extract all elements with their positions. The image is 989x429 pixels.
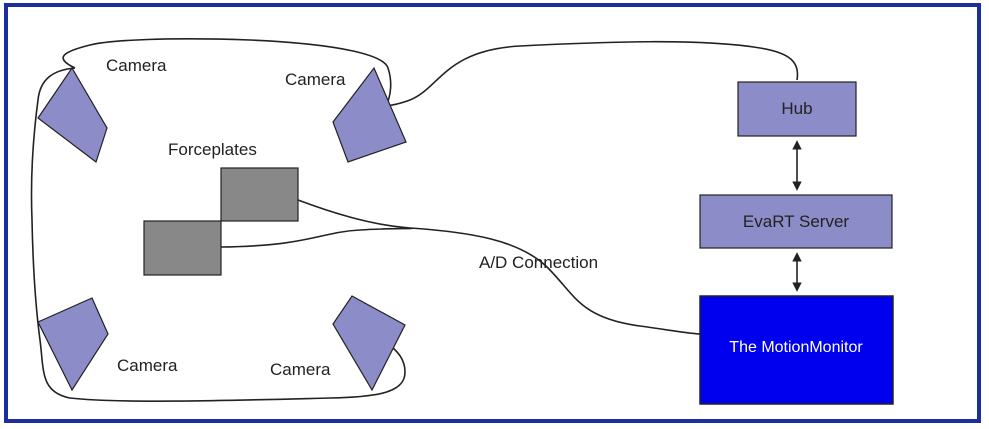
motion-monitor-box xyxy=(699,295,894,405)
forceplate-lower xyxy=(143,220,222,276)
camera-bottom-right-icon xyxy=(332,295,406,392)
ad-connection-label: A/D Connection xyxy=(479,253,598,272)
camera-cable-loop xyxy=(30,38,406,402)
camera-bottom-right-label: Camera xyxy=(270,360,331,379)
motion-monitor-label: The MotionMonitor xyxy=(729,339,863,356)
camera-top-right-icon xyxy=(332,66,407,163)
camera-top-left-label: Camera xyxy=(106,56,167,75)
evart-server-box xyxy=(699,194,893,249)
hub-box xyxy=(737,81,857,137)
forceplate-upper xyxy=(220,167,299,222)
evart-server-label: EvaRT Server xyxy=(743,212,849,231)
camera-bottom-left-label: Camera xyxy=(117,356,178,375)
hub-cable xyxy=(369,40,799,107)
camera-top-right-label: Camera xyxy=(285,70,346,89)
camera-bottom-left-icon xyxy=(37,297,109,392)
camera-top-left-icon xyxy=(37,66,108,163)
ad-connection-cable xyxy=(219,199,703,335)
forceplates-label: Forceplates xyxy=(168,140,257,159)
hub-label: Hub xyxy=(781,99,812,118)
